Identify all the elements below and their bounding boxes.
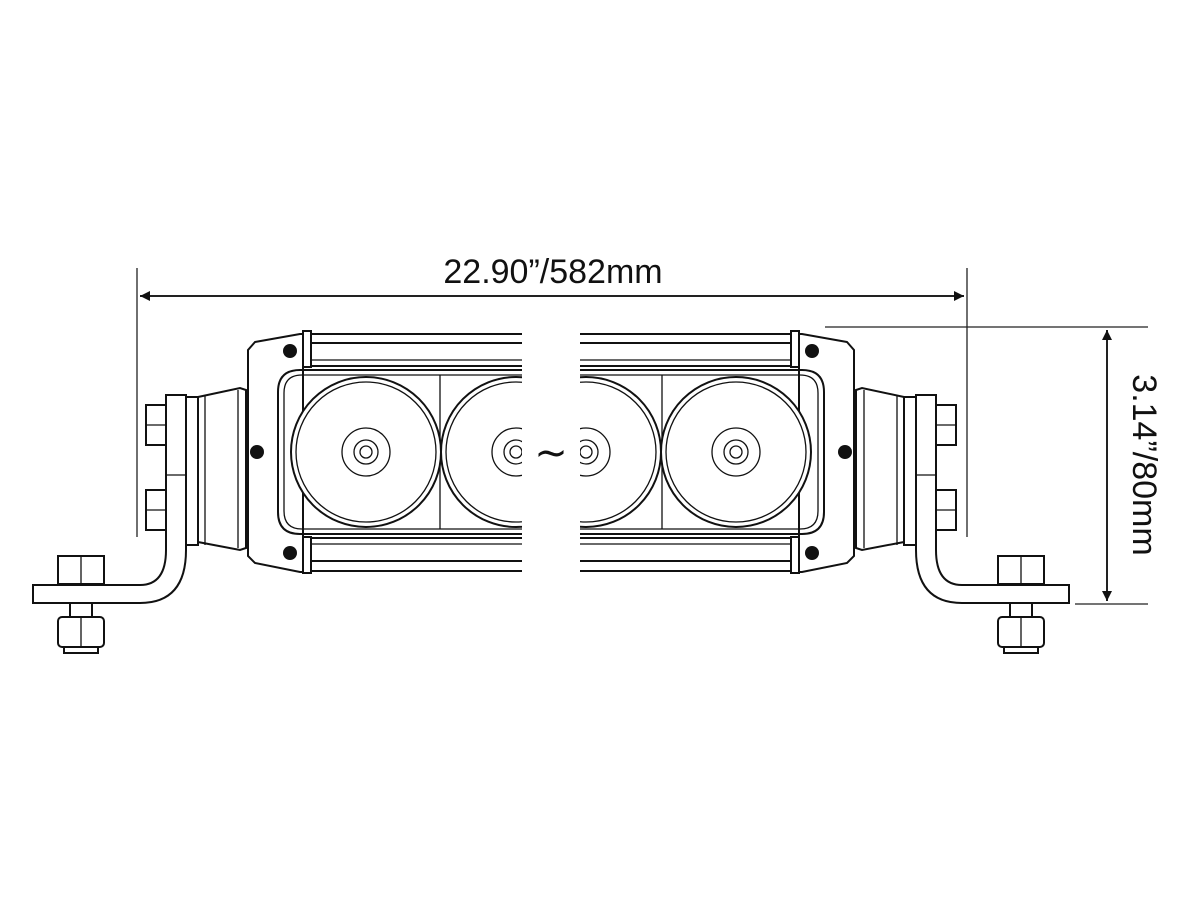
length-dimension: [136, 268, 968, 537]
break-symbol: ~: [534, 430, 568, 476]
height-label: 3.14”/80mm: [1125, 374, 1163, 555]
height-dimension: [825, 326, 1148, 605]
length-label: 22.90”/582mm: [443, 253, 662, 291]
